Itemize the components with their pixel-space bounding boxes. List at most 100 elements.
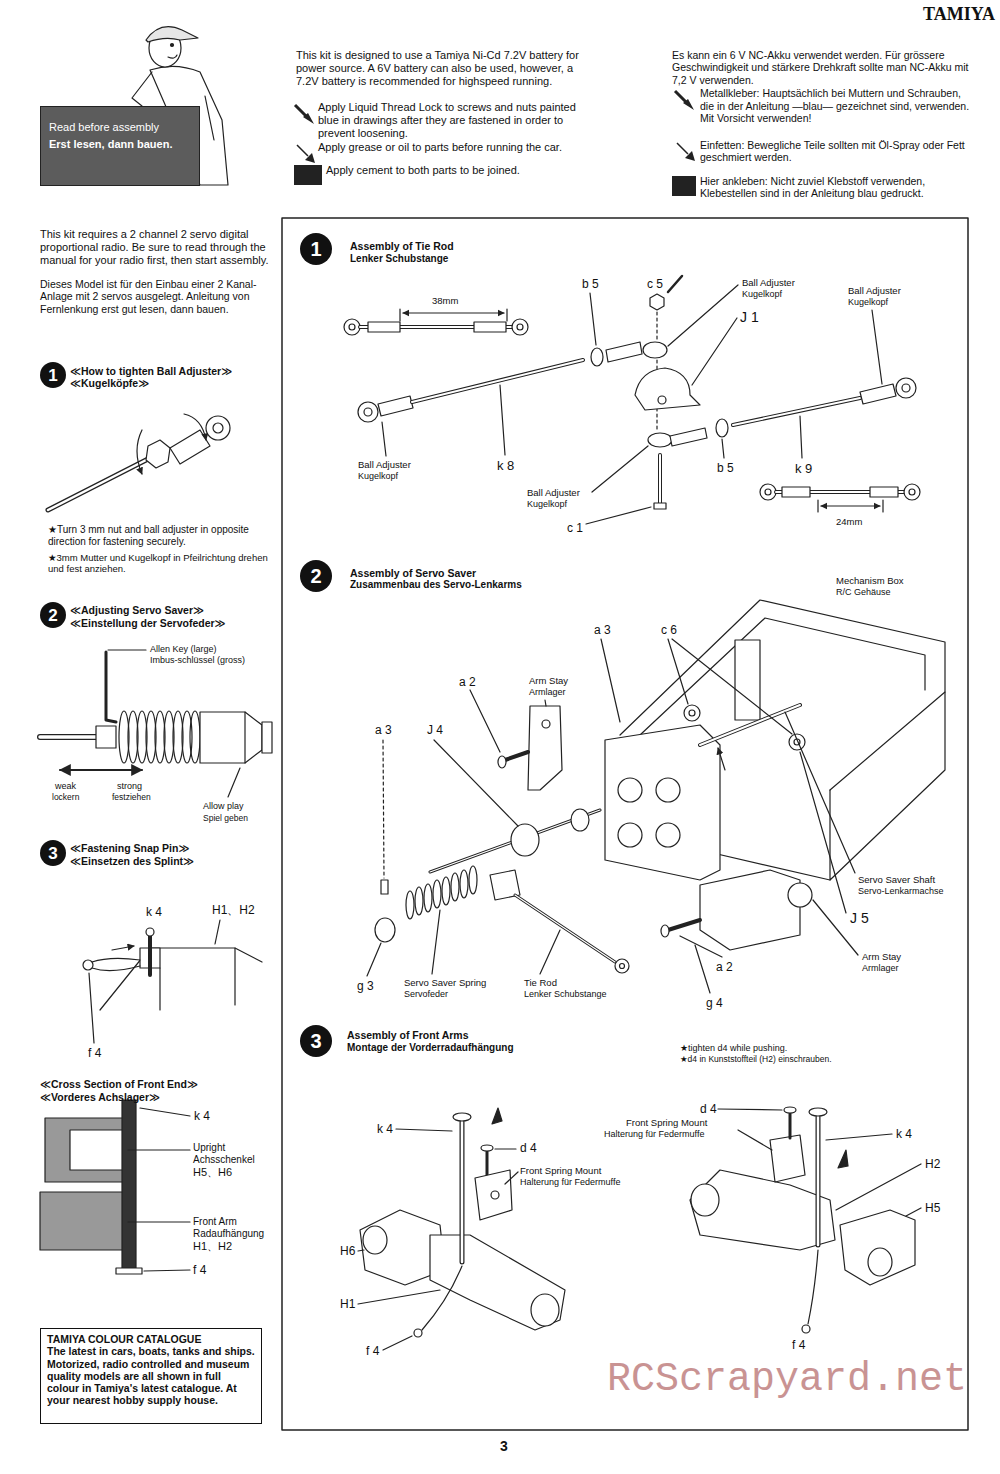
heading-text: ≪Einsetzen des Splint≫: [70, 855, 194, 867]
note-text: This kit is designed to use a Tamiya Ni-…: [296, 49, 598, 88]
heading-text: ≪Kugelköpfe≫: [70, 377, 149, 389]
heading-text: ≪Vorderes Achslager≫: [40, 1091, 160, 1103]
brush-stroke: [295, 105, 306, 116]
tie-rod-figure: [344, 276, 920, 524]
heading-text: ≪Einstellung der Servofeder≫: [70, 617, 226, 629]
step-number-circle: 3: [40, 840, 66, 866]
grease-icon: [294, 142, 318, 166]
part-label: Mechanism Box: [836, 575, 904, 586]
part-label: Arm Stay: [862, 951, 901, 962]
part-label: Kugelkopf: [358, 471, 398, 482]
box-body: The latest in cars, boats, tanks and shi…: [47, 1345, 255, 1406]
part-label: Spiel geben: [203, 813, 248, 823]
note-text: ★3mm Mutter und Kugelkopf in Pfeilrichtu…: [48, 552, 270, 574]
note-text: Apply Liquid Thread Lock to screws and n…: [318, 101, 598, 140]
part-label: a 3: [594, 623, 611, 637]
part-label: H1: [340, 1297, 355, 1311]
part-label: strong: [117, 781, 142, 792]
part-label: Allow play: [203, 801, 244, 812]
part-label: lockern: [52, 792, 79, 802]
part-label: 38mm: [432, 295, 458, 306]
part-label: k 4: [377, 1122, 393, 1136]
part-label: Servo-Lenkarmachse: [858, 886, 944, 897]
heading-text: Assembly of Tie Rod: [350, 240, 454, 252]
heading-text: ≪Cross Section of Front End≫: [40, 1078, 198, 1090]
cross-section-figure: [40, 1100, 190, 1274]
heading-text: Lenker Schubstange: [350, 253, 448, 265]
heading-text: Zusammenbau des Servo-Lenkarms: [350, 579, 522, 591]
part-label: Front Spring Mount: [520, 1165, 601, 1176]
part-label: ★d4 in Kunststoffteil (H2) einschrauben.: [680, 1054, 832, 1064]
brush-stroke: [675, 91, 686, 102]
watermark: RCScrapyard.net: [607, 1360, 967, 1400]
part-label: Tie Rod: [524, 977, 557, 988]
heading-text: ≪Fastening Snap Pin≫: [70, 842, 189, 854]
part-label: weak: [55, 781, 76, 792]
heading-text: ≪Adjusting Servo Saver≫: [70, 604, 204, 616]
part-label: H1、H2: [212, 903, 255, 917]
part-label: H1、H2: [193, 1240, 232, 1253]
cement-icon: [294, 165, 322, 189]
part-label: Arm Stay: [529, 675, 568, 686]
part-label: d 4: [520, 1141, 537, 1155]
part-label: Servo Saver Spring: [404, 977, 486, 988]
part-label: Front Arm: [193, 1216, 237, 1228]
part-label: Upright: [193, 1142, 225, 1154]
part-label: J 4: [427, 723, 443, 737]
heading-text: 3: [500, 1438, 508, 1455]
part-label: festziehen: [112, 792, 151, 802]
note-text: Einfetten: Bewegliche Teile sollten mit …: [700, 139, 972, 164]
part-label: k 4: [896, 1127, 912, 1141]
note-text: Es kann ein 6 V NC-Akku verwendet werden…: [672, 49, 972, 86]
note-text: This kit requires a 2 channel 2 servo di…: [40, 228, 270, 267]
part-label: Imbus-schlüssel (gross): [150, 655, 245, 666]
snap-pin-figure: [83, 920, 262, 1043]
part-label: R/C Gehäuse: [836, 587, 891, 598]
sign-board: Read before assemblyErst lesen, dann bau…: [40, 106, 200, 186]
part-label: k 4: [194, 1109, 210, 1123]
part-label: b 5: [717, 461, 734, 475]
part-label: Front Spring Mount: [626, 1117, 707, 1128]
part-label: Allen Key (large): [150, 644, 217, 655]
part-label: H5、H6: [193, 1166, 232, 1179]
note-text: Metallkleber: Hauptsächlich bei Muttern …: [700, 87, 972, 124]
part-label: a 3: [375, 723, 392, 737]
grease-stroke: [297, 145, 308, 156]
part-label: k 4: [146, 905, 162, 919]
part-label: H6: [340, 1244, 355, 1258]
step-number-circle: 2: [40, 602, 66, 628]
part-label: Halterung für Federmuffe: [604, 1129, 704, 1140]
step-number-circle: 1: [300, 233, 332, 265]
heading-text: Assembly of Servo Saver: [350, 567, 476, 579]
step-number-circle: 1: [40, 362, 66, 388]
part-label: a 2: [459, 675, 476, 689]
grease-tip: [685, 151, 695, 161]
note-text: ★Turn 3 mm nut and ball adjuster in oppo…: [48, 524, 270, 548]
box-body: Erst lesen, dann bauen.: [49, 136, 191, 153]
part-label: g 3: [357, 979, 374, 993]
part-label: Ball Adjuster: [742, 277, 795, 288]
note-text: Apply cement to both parts to be joined.: [326, 164, 598, 177]
heading-text: ≪How to tighten Ball Adjuster≫: [70, 365, 232, 377]
part-label: Kugelkopf: [527, 499, 567, 510]
part-label: Armlager: [529, 687, 566, 698]
part-label: Ball Adjuster: [527, 487, 580, 498]
part-label: Achsschenkel: [193, 1154, 255, 1166]
part-label: Ball Adjuster: [848, 285, 901, 296]
front-arm-left-figure: [358, 1108, 565, 1350]
part-label: Kugelkopf: [742, 289, 782, 300]
part-label: c 6: [661, 623, 677, 637]
ball-adjuster-figure: [48, 414, 230, 510]
part-label: c 5: [647, 277, 663, 291]
step-number: 2: [48, 607, 57, 624]
brush-tip: [303, 113, 314, 124]
part-label: k 9: [795, 461, 812, 476]
panel-frame: [282, 218, 968, 1430]
note-text: Hier ankleben: Nicht zuviel Klebstoff ve…: [700, 175, 972, 200]
step-number: 1: [310, 239, 321, 259]
part-label: J 5: [850, 910, 869, 927]
part-label: Kugelkopf: [848, 297, 888, 308]
step-number: 3: [48, 845, 57, 862]
part-label: k 8: [497, 458, 514, 473]
